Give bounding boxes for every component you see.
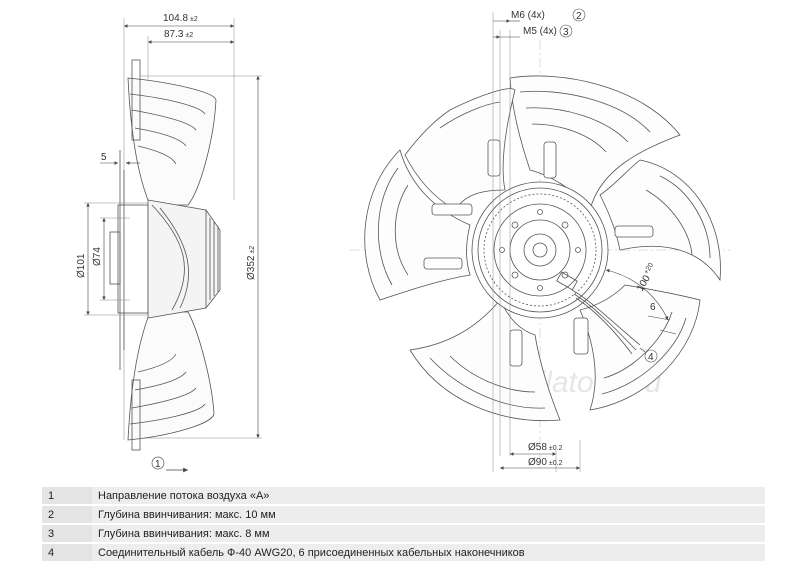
dim-diam-74: Ø74 (92, 247, 103, 266)
dim-width-total: 104.8±2 (163, 13, 198, 24)
legend-row: 4 Соединительный кабель Ф-40 AWG20, 6 пр… (42, 543, 765, 563)
legend-number: 3 (42, 524, 92, 544)
legend-text: Соединительный кабель Ф-40 AWG20, 6 прис… (92, 543, 765, 563)
legend-table: 1 Направление потока воздуха «A» 2 Глуби… (42, 487, 765, 563)
side-dimensions (84, 24, 260, 438)
legend-row: 3 Глубина ввинчивания: макс. 8 мм (42, 524, 765, 544)
side-view (109, 18, 262, 451)
legend-text: Глубина ввинчивания: макс. 10 мм (92, 505, 765, 525)
legend-number: 1 (42, 487, 92, 506)
dim-diam-90: Ø90±0.2 (528, 457, 563, 468)
cable-length-dim: 100+20 (634, 262, 659, 294)
front-dimensions (492, 12, 677, 472)
dim-diam-101: Ø101 (76, 253, 87, 278)
legend-number: 2 (42, 505, 92, 525)
thread-m5-label: M5 (4x) (523, 26, 557, 37)
cable-ref: 4 (648, 352, 654, 363)
strip-length-dim: 6 (650, 302, 656, 313)
dim-offset: 5 (101, 152, 107, 163)
thread-m6-ref: 2 (576, 11, 582, 22)
front-view (350, 40, 730, 470)
technical-drawing: Ventilatorry.ru (76, 8, 730, 473)
dim-width-blade: 87.3±2 (164, 29, 193, 40)
legend-row: 1 Направление потока воздуха «A» (42, 487, 765, 506)
dim-diam-352: Ø352±2 (246, 246, 257, 280)
legend-row: 2 Глубина ввинчивания: макс. 10 мм (42, 505, 765, 525)
dim-diam-58: Ø58±0.2 (528, 442, 563, 453)
thread-m6-label: M6 (4x) (511, 10, 545, 21)
thread-m5-ref: 3 (563, 27, 569, 38)
flow-direction-marker: 1 (151, 456, 188, 473)
legend-text: Глубина ввинчивания: макс. 8 мм (92, 524, 765, 544)
legend-text: Направление потока воздуха «A» (92, 487, 765, 506)
flow-ref-number: 1 (155, 459, 161, 470)
legend-number: 4 (42, 543, 92, 563)
